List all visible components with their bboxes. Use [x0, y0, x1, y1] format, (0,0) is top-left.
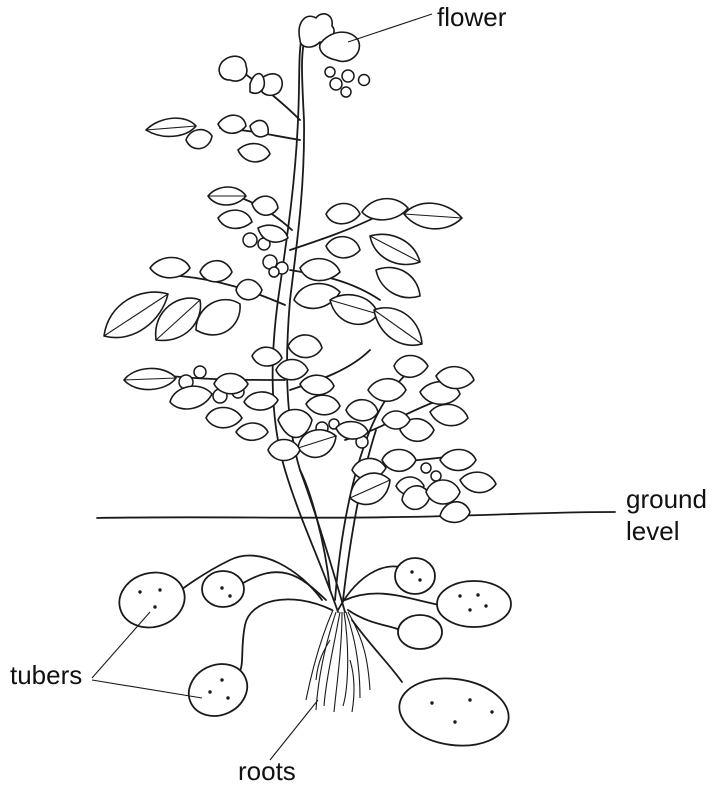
leader-tubers-lower — [92, 680, 202, 698]
label-roots: roots — [238, 756, 296, 786]
label-tubers: tubers — [10, 660, 82, 690]
label-ground-level-line2: level — [626, 515, 707, 547]
leader-flower — [348, 14, 432, 42]
label-flower: flower — [437, 2, 506, 32]
leader-tubers-upper — [92, 612, 150, 678]
label-ground-level-line1: ground — [626, 483, 707, 515]
flowers — [219, 14, 369, 97]
leaves — [104, 115, 496, 522]
label-ground-level: ground level — [626, 483, 707, 547]
roots — [306, 610, 370, 712]
leader-roots — [270, 700, 318, 760]
